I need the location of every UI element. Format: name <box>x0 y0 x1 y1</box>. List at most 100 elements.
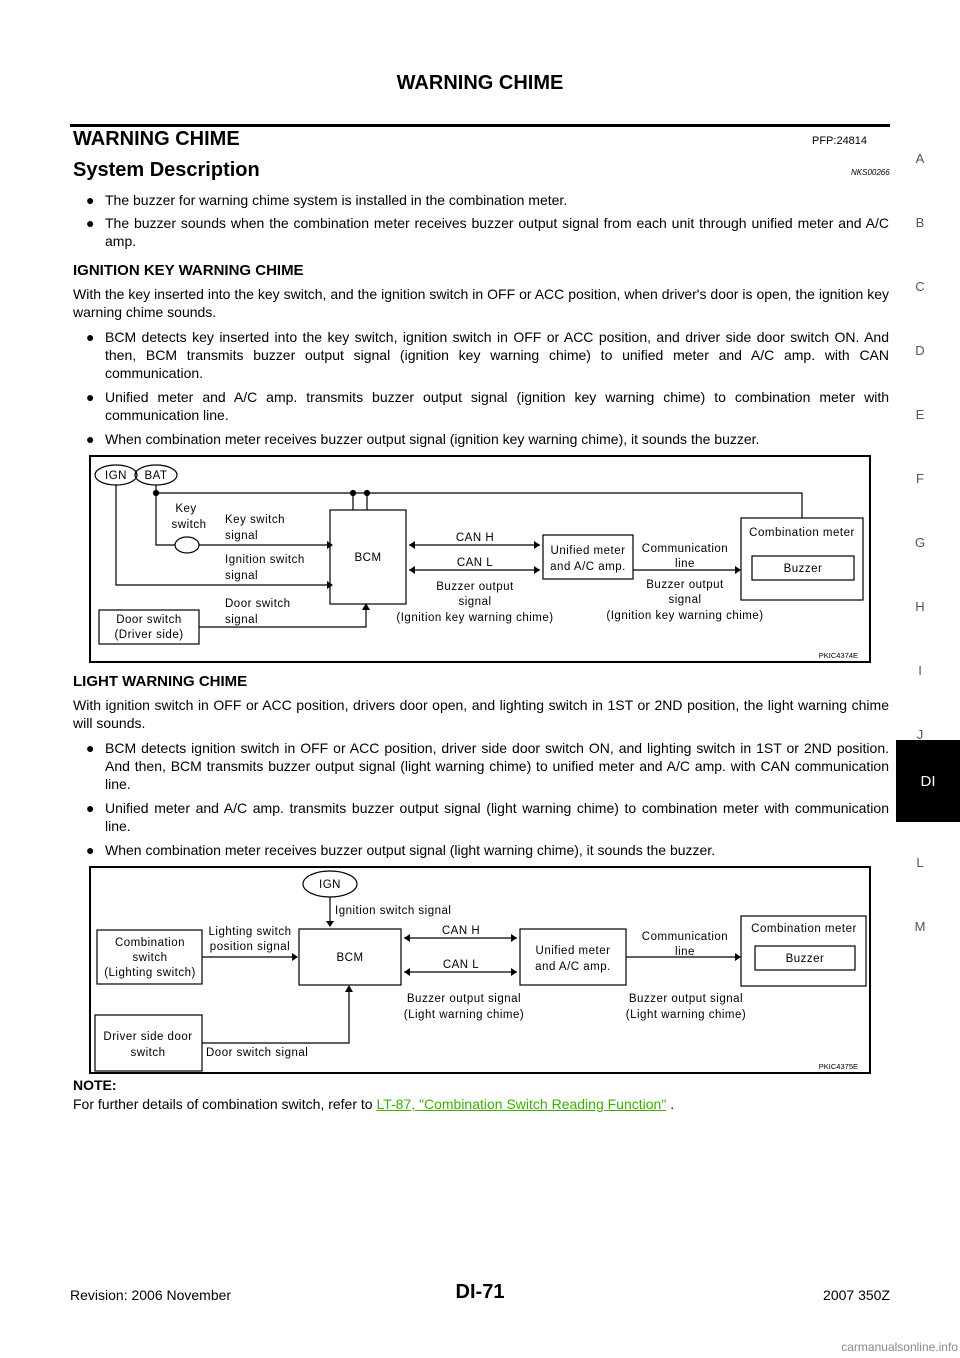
d2-can-h: CAN H <box>442 925 480 937</box>
d1-code: PKIC4374E <box>819 651 858 660</box>
light-para: With ignition switch in OFF or ACC posit… <box>73 697 889 731</box>
d2-light-sig-1: Lighting switch <box>209 926 292 938</box>
d1-door-sig-1: Door switch <box>225 598 291 610</box>
d2-ign-sig: Ignition switch signal <box>335 905 451 917</box>
side-index-b[interactable]: B <box>915 215 925 230</box>
side-index-f[interactable]: F <box>916 471 924 486</box>
side-index-h[interactable]: H <box>915 599 925 614</box>
intro-bullet-2: ●The buzzer sounds when the combination … <box>86 215 889 249</box>
d2-combo-meter: Combination meter <box>751 923 857 935</box>
header-rule <box>70 124 890 127</box>
note-text: For further details of combination switc… <box>73 1096 675 1112</box>
d1-unified-2: and A/C amp. <box>550 561 626 573</box>
diagram2-border <box>89 866 871 1074</box>
light-bullet-3: ●When combination meter receives buzzer … <box>86 842 716 858</box>
d1-combo-meter: Combination meter <box>749 527 855 539</box>
d2-combo-sw-3: (Lighting switch) <box>104 967 196 979</box>
d2-unified-2: and A/C amp. <box>535 961 611 973</box>
ignition-bullet-1: ●BCM detects key inserted into the key s… <box>86 329 889 381</box>
d1-key-switch-1: Key <box>175 503 196 515</box>
diagram1-border <box>89 455 871 663</box>
d1-comm-2: line <box>675 558 695 570</box>
subsection-title: System Description <box>73 159 260 181</box>
side-index-g[interactable]: G <box>914 535 926 550</box>
d1-door-sig-2: signal <box>225 614 258 626</box>
d2-door-sig: Door switch signal <box>206 1047 308 1059</box>
combination-meter-box-2 <box>740 915 867 987</box>
d2-door-1: Driver side door <box>103 1031 192 1043</box>
footer-page-number: DI-71 <box>455 1281 505 1303</box>
footer-revision: Revision: 2006 November <box>70 1287 232 1303</box>
d2-comm-1: Communication <box>642 931 728 943</box>
side-index-d[interactable]: D <box>915 343 925 358</box>
d2-combo-sw-2: switch <box>133 952 168 964</box>
d1-unified-1: Unified meter <box>551 545 626 557</box>
section-title: WARNING CHIME <box>73 128 240 150</box>
side-tab-di[interactable]: DI <box>896 740 960 822</box>
d2-combo-sw-1: Combination <box>115 937 185 949</box>
light-heading: LIGHT WARNING CHIME <box>73 673 248 690</box>
d1-can-h: CAN H <box>456 532 494 544</box>
d1-ign-sig-1: Ignition switch <box>225 554 305 566</box>
driver-door-switch-box <box>94 1014 203 1072</box>
d1-ign-sig-2: signal <box>225 570 258 582</box>
subsection-code: NKS00266 <box>851 168 890 177</box>
watermark: carmanualsonline.info <box>841 1340 958 1354</box>
note-label: NOTE: <box>73 1077 117 1093</box>
d1-bos2-1: Buzzer output <box>646 579 724 591</box>
note-link[interactable]: LT-87, "Combination Switch Reading Funct… <box>376 1096 667 1112</box>
side-index-i[interactable]: I <box>918 663 922 678</box>
d1-bos2-2: signal <box>668 594 701 606</box>
d2-bos-1: Buzzer output signal <box>407 993 521 1005</box>
d2-comm-2: line <box>675 946 695 958</box>
d1-key-sig-2: signal <box>225 530 258 542</box>
d1-comm-1: Communication <box>642 543 728 555</box>
d1-buzzer: Buzzer <box>784 563 823 575</box>
light-bullet-1: ●BCM detects ignition switch in OFF or A… <box>86 740 889 792</box>
section-code: PFP:24814 <box>812 135 868 147</box>
d2-bcm: BCM <box>336 952 363 964</box>
combination-meter-box <box>740 517 864 601</box>
ignition-para: With the key inserted into the key switc… <box>73 286 889 320</box>
d1-door-switch-1: Door switch <box>116 614 182 626</box>
side-index-j[interactable]: J <box>916 727 924 742</box>
d1-door-switch-2: (Driver side) <box>114 629 183 641</box>
ignition-bullet-3: ●When combination meter receives buzzer … <box>86 431 760 447</box>
page-header-title: WARNING CHIME <box>396 72 564 94</box>
side-index-a[interactable]: A <box>915 151 925 166</box>
d2-bos2-2: (Light warning chime) <box>626 1009 746 1021</box>
d1-bos-3: (Ignition key warning chime) <box>396 612 553 624</box>
side-index-l[interactable]: L <box>916 855 924 870</box>
d2-light-sig-2: position signal <box>210 941 290 953</box>
unified-meter-box <box>542 534 634 580</box>
d1-key-sig-1: Key switch <box>225 514 285 526</box>
d2-buzzer: Buzzer <box>786 953 825 965</box>
light-bullet-2: ●Unified meter and A/C amp. transmits bu… <box>86 800 889 834</box>
d2-unified-1: Unified meter <box>536 945 611 957</box>
footer-model: 2007 350Z <box>823 1287 890 1303</box>
d1-bat: BAT <box>144 470 167 482</box>
d1-ign: IGN <box>105 470 127 482</box>
d1-bos-1: Buzzer output <box>436 581 514 593</box>
intro-bullet-1: ●The buzzer for warning chime system is … <box>86 192 568 208</box>
d2-code: PKIC4375E <box>819 1062 858 1071</box>
side-index-e[interactable]: E <box>915 407 925 422</box>
d2-bos-2: (Light warning chime) <box>404 1009 524 1021</box>
ignition-bullet-2: ●Unified meter and A/C amp. transmits bu… <box>86 389 889 423</box>
d1-can-l: CAN L <box>457 557 493 569</box>
d1-bcm: BCM <box>354 552 381 564</box>
side-index-c[interactable]: C <box>915 279 925 294</box>
d2-ign: IGN <box>319 879 341 891</box>
bcm-box <box>329 509 407 605</box>
side-index-m[interactable]: M <box>914 919 926 934</box>
d1-bos-2: signal <box>458 596 491 608</box>
ignition-heading: IGNITION KEY WARNING CHIME <box>73 262 304 279</box>
d2-door-2: switch <box>131 1047 166 1059</box>
d1-bos2-3: (Ignition key warning chime) <box>606 610 763 622</box>
d2-can-l: CAN L <box>443 959 479 971</box>
unified-meter-box-2 <box>519 928 627 986</box>
d1-key-switch-2: switch <box>172 519 207 531</box>
bcm-box-2 <box>298 928 402 986</box>
